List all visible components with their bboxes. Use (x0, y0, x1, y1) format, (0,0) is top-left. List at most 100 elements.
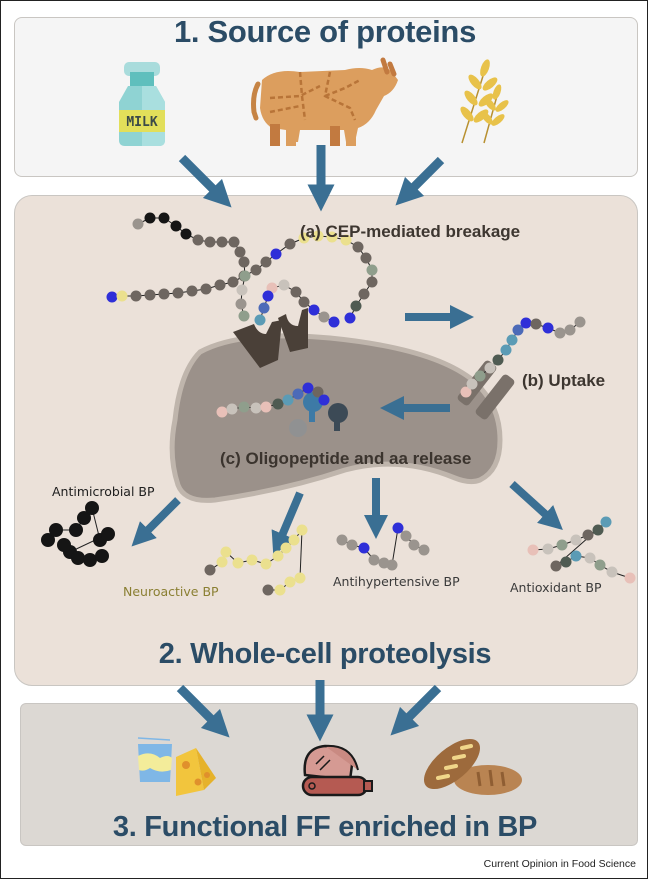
amino-acid-bead (582, 529, 594, 541)
amino-acid-bead (460, 386, 472, 398)
amino-acid-bead (288, 534, 300, 546)
amino-acid-bead (236, 284, 248, 296)
bread-icon (423, 738, 522, 795)
amino-acid-bead (49, 523, 63, 537)
amino-acid-bead (132, 218, 144, 230)
amino-acid-bead (85, 501, 99, 515)
amino-acid-bead (360, 252, 372, 264)
section-title-functional-food: 3. Functional FF enriched in BP (112, 811, 538, 843)
amino-acid-bead (57, 538, 71, 552)
ham-sausage-icon (301, 744, 373, 797)
milk-bottle-icon: MILK (119, 62, 165, 146)
amino-acid-bead (366, 276, 378, 288)
amino-acid-bead (600, 516, 612, 528)
amino-acid-bead (258, 302, 270, 314)
amino-acid-bead (284, 238, 296, 250)
amino-acid-bead (358, 288, 370, 300)
amino-acid-bead (180, 228, 192, 240)
amino-acid-bead (170, 220, 182, 232)
amino-acid-bead (250, 264, 262, 276)
amino-acid-bead (260, 558, 272, 570)
amino-acid-bead (570, 534, 582, 546)
amino-acid-bead (144, 289, 156, 301)
amino-acid-bead (512, 324, 524, 336)
amino-acid-bead (228, 236, 240, 248)
amino-acid-bead (352, 241, 364, 253)
bp-arrows (131, 478, 563, 557)
bp-label-neuroactive: Neuroactive BP (123, 584, 219, 599)
amino-acid-bead (500, 344, 512, 356)
amino-acid-bead (227, 276, 239, 288)
amino-acid-bead (358, 542, 370, 554)
amino-acid-bead (41, 533, 55, 547)
step-label-uptake: (b) Uptake (522, 371, 606, 390)
section-title-source: 1. Source of proteins (173, 14, 477, 49)
amino-acid-bead (592, 524, 604, 536)
amino-acid-bead (392, 522, 404, 534)
amino-acid-bead (216, 406, 228, 418)
amino-acid-bead (530, 318, 542, 330)
arrows-source-to-proteolysis (178, 145, 445, 212)
amino-acid-bead (554, 327, 566, 339)
chain-backbone (137, 217, 246, 317)
amino-acid-bead (192, 234, 204, 246)
amino-acid-bead (308, 304, 320, 316)
amino-acid-bead (226, 403, 238, 415)
amino-acid-bead (83, 553, 97, 567)
amino-acid-bead (144, 212, 156, 224)
amino-acid-bead (542, 543, 554, 555)
figure-credit: Current Opinion in Food Science (483, 858, 636, 870)
amino-acid-bead (238, 256, 250, 268)
amino-acid-bead (366, 264, 378, 276)
step-label-release: (c) Oligopeptide and aa release (220, 449, 472, 468)
amino-acid-bead (466, 378, 478, 390)
peptide-chains (41, 212, 636, 596)
amino-acid-bead (474, 370, 486, 382)
amino-acid-bead (71, 551, 85, 565)
amino-acid-bead (318, 394, 330, 406)
amino-acid-bead (262, 290, 274, 302)
amino-acid-bead (250, 402, 262, 414)
amino-acid-bead (262, 584, 274, 596)
amino-acid-bead (584, 552, 596, 564)
arrow-antimicrobial (131, 497, 181, 547)
amino-acid-bead (542, 322, 554, 334)
amino-acid-bead (246, 554, 258, 566)
amino-acid-bead (312, 230, 324, 242)
arrows-proteolysis-to-food (176, 680, 442, 742)
amino-acid-bead (274, 584, 286, 596)
amino-acid-bead (204, 236, 216, 248)
amino-acid-bead (200, 283, 212, 295)
amino-acid-bead (216, 236, 228, 248)
amino-acid-bead (520, 317, 532, 329)
arrow-antioxidant (509, 481, 563, 531)
amino-acid-bead (95, 549, 109, 563)
amino-acid-bead (492, 354, 504, 366)
amino-acid-bead (235, 298, 247, 310)
amino-acid-bead (284, 576, 296, 588)
amino-acid-bead (594, 559, 606, 571)
bp-label-antihypertensive: Antihypertensive BP (333, 574, 460, 589)
amino-acid-bead (69, 523, 83, 537)
step-label-cep-breakage: (a) CEP-mediated breakage (300, 222, 521, 241)
amino-acid-bead (278, 279, 290, 291)
amino-acid-bead (564, 324, 576, 336)
amino-acid-bead (336, 534, 348, 546)
amino-acid-bead (624, 572, 636, 584)
amino-acid-bead (298, 232, 310, 244)
amino-acid-bead (130, 290, 142, 302)
section-title-proteolysis: 2. Whole-cell proteolysis (158, 638, 492, 670)
amino-acid-bead (527, 544, 539, 556)
amino-acid-bead (282, 394, 294, 406)
arrow-milk (178, 154, 232, 208)
amino-acid-bead (214, 279, 226, 291)
amino-acid-bead (238, 401, 250, 413)
amino-acid-bead (408, 539, 420, 551)
amino-acid-bead (560, 556, 572, 568)
amino-acid-bead (606, 566, 618, 578)
bp-label-antimicrobial: Antimicrobial BP (52, 484, 155, 499)
amino-acid-bead (77, 511, 91, 525)
process-arrows (380, 305, 474, 420)
amino-acid-bead (344, 312, 356, 324)
arrow-wheat (395, 156, 445, 206)
